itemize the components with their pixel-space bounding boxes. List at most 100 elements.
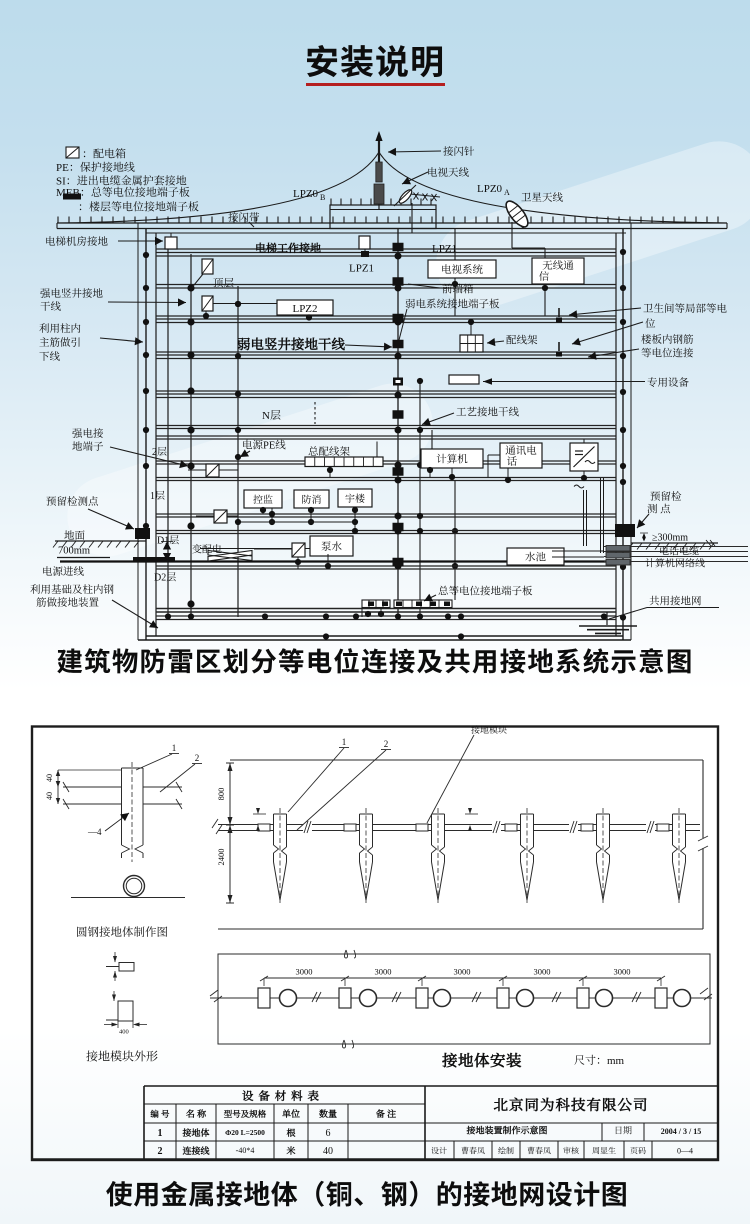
svg-text:LPZ0: LPZ0	[293, 188, 319, 200]
svg-text:Φ20 L=2500: Φ20 L=2500	[225, 1128, 265, 1137]
svg-text:2: 2	[384, 739, 389, 749]
svg-text:绘制: 绘制	[498, 1147, 514, 1156]
svg-text:北京同为科技有限公司: 北京同为科技有限公司	[494, 1097, 649, 1114]
svg-text:地端子: 地端子	[72, 441, 104, 453]
svg-text:MEB：总等电位接地端子板: MEB：总等电位接地端子板	[56, 186, 190, 199]
svg-text:尺寸：mm: 尺寸：mm	[574, 1054, 625, 1067]
svg-text:1: 1	[158, 1128, 163, 1139]
svg-text:筋做接地装置: 筋做接地装置	[36, 597, 99, 609]
svg-text:强电接: 强电接	[72, 428, 104, 440]
svg-text:N层: N层	[262, 409, 281, 422]
svg-text:工艺接地干线: 工艺接地干线	[456, 407, 519, 419]
svg-text:总等电位接地端子板: 总等电位接地端子板	[438, 586, 533, 598]
svg-text:400: 400	[119, 1029, 129, 1036]
svg-text:2: 2	[158, 1146, 163, 1157]
svg-text:A: A	[504, 188, 510, 197]
svg-text:0—4: 0—4	[677, 1147, 693, 1156]
svg-text:700mm: 700mm	[58, 546, 90, 557]
svg-text:米: 米	[285, 1146, 295, 1156]
svg-text:D2层: D2层	[154, 572, 176, 584]
svg-text:卫星天线: 卫星天线	[521, 192, 563, 204]
svg-text:宇楼: 宇楼	[345, 493, 366, 505]
svg-text:3000: 3000	[614, 967, 631, 977]
svg-text:数量: 数量	[319, 1109, 337, 1119]
svg-text:曹春凤: 曹春凤	[461, 1147, 485, 1156]
svg-text:3000: 3000	[296, 967, 313, 977]
svg-text:LPZ1: LPZ1	[432, 243, 457, 255]
svg-text:编 号: 编 号	[149, 1109, 170, 1119]
svg-text:电视系统: 电视系统	[441, 264, 483, 276]
svg-text:电源进线: 电源进线	[42, 566, 84, 578]
svg-text:根: 根	[286, 1128, 295, 1138]
svg-text:泵水: 泵水	[321, 541, 342, 553]
svg-text:防消: 防消	[302, 494, 322, 506]
svg-text:控监: 控监	[253, 494, 273, 506]
svg-text:专用设备: 专用设备	[647, 377, 689, 389]
svg-text:40: 40	[323, 1146, 333, 1157]
svg-text:总配线架: 总配线架	[308, 446, 350, 458]
svg-text:主筋做引: 主筋做引	[39, 337, 81, 349]
svg-text:—4: —4	[87, 827, 102, 837]
svg-text:日期: 日期	[614, 1126, 632, 1136]
svg-text:LPZ2: LPZ2	[292, 303, 317, 315]
svg-text:周显生: 周显生	[592, 1147, 616, 1156]
svg-text:预留检测点: 预留检测点	[46, 496, 99, 508]
svg-text:通讯电: 通讯电	[505, 445, 537, 457]
svg-text:利用柱内: 利用柱内	[39, 323, 81, 335]
svg-text:变配电: 变配电	[192, 544, 222, 556]
svg-text:电梯工作接地: 电梯工作接地	[255, 242, 321, 255]
svg-text:楼板内钢筋: 楼板内钢筋	[641, 334, 694, 346]
svg-text:前端箱: 前端箱	[442, 284, 474, 296]
svg-text:共用接地网: 共用接地网	[649, 596, 702, 608]
svg-text:2: 2	[195, 753, 200, 763]
svg-text:型号及规格: 型号及规格	[224, 1109, 267, 1119]
svg-text:下线: 下线	[39, 351, 60, 363]
svg-text:设 备 材 料 表: 设 备 材 料 表	[242, 1090, 320, 1103]
svg-text:曹春凤: 曹春凤	[527, 1147, 551, 1156]
svg-text:≥300mm: ≥300mm	[652, 533, 688, 544]
svg-text:电话电缆: 电话电缆	[659, 546, 699, 558]
svg-text:单位: 单位	[282, 1109, 300, 1119]
svg-text:弱电竖井接地干线: 弱电竖井接地干线	[237, 337, 345, 352]
svg-text:2400: 2400	[216, 849, 226, 866]
svg-text:40: 40	[45, 792, 54, 800]
svg-text:话: 话	[507, 456, 518, 468]
svg-text:设计: 设计	[431, 1147, 447, 1156]
svg-text:1: 1	[342, 737, 347, 747]
svg-text:测 点: 测 点	[647, 504, 671, 516]
svg-text:3000: 3000	[375, 967, 392, 977]
svg-text:无线通: 无线通	[542, 260, 574, 272]
svg-text:SI：进出电缆金属护套接地: SI：进出电缆金属护套接地	[56, 175, 187, 188]
svg-text:等电位连接: 等电位连接	[641, 348, 694, 360]
svg-text:-40*4: -40*4	[236, 1146, 255, 1155]
svg-text:2004 / 3 / 15: 2004 / 3 / 15	[661, 1127, 701, 1136]
svg-text:接闪针: 接闪针	[443, 146, 475, 158]
svg-text:接地装置制作示意图: 接地装置制作示意图	[465, 1126, 547, 1136]
svg-text:接地体安装: 接地体安装	[441, 1052, 522, 1070]
svg-text:位: 位	[645, 318, 656, 330]
svg-text:配线架: 配线架	[506, 335, 538, 347]
svg-text:圆钢接地体制作图: 圆钢接地体制作图	[76, 926, 168, 939]
svg-text:1层: 1层	[150, 490, 165, 502]
svg-text:电源PE线: 电源PE线	[242, 440, 286, 452]
svg-text:接地模块: 接地模块	[471, 725, 507, 735]
svg-text:3000: 3000	[454, 967, 471, 977]
svg-text:800: 800	[216, 788, 226, 801]
svg-text:备 注: 备 注	[376, 1109, 396, 1119]
svg-text:接闪带: 接闪带	[228, 212, 260, 224]
svg-text:B: B	[320, 193, 325, 202]
svg-text:LPZ1: LPZ1	[349, 263, 374, 275]
svg-text:预留检: 预留检	[650, 491, 682, 503]
svg-text:顶层: 顶层	[213, 278, 234, 290]
svg-text:40: 40	[45, 774, 54, 782]
svg-text:6: 6	[326, 1128, 331, 1139]
svg-text:名 称: 名 称	[186, 1109, 207, 1119]
svg-text:页码: 页码	[630, 1147, 646, 1156]
svg-text:LPZ0: LPZ0	[477, 183, 503, 195]
svg-text:接地模块外形: 接地模块外形	[86, 1050, 158, 1064]
svg-text:弱电系统接地端子板: 弱电系统接地端子板	[405, 299, 500, 311]
svg-text:：配电箱: ：配电箱	[82, 148, 126, 161]
svg-text:卫生间等局部等电: 卫生间等局部等电	[643, 303, 727, 315]
svg-text:D1层: D1层	[157, 535, 179, 547]
svg-text:干线: 干线	[40, 301, 61, 313]
